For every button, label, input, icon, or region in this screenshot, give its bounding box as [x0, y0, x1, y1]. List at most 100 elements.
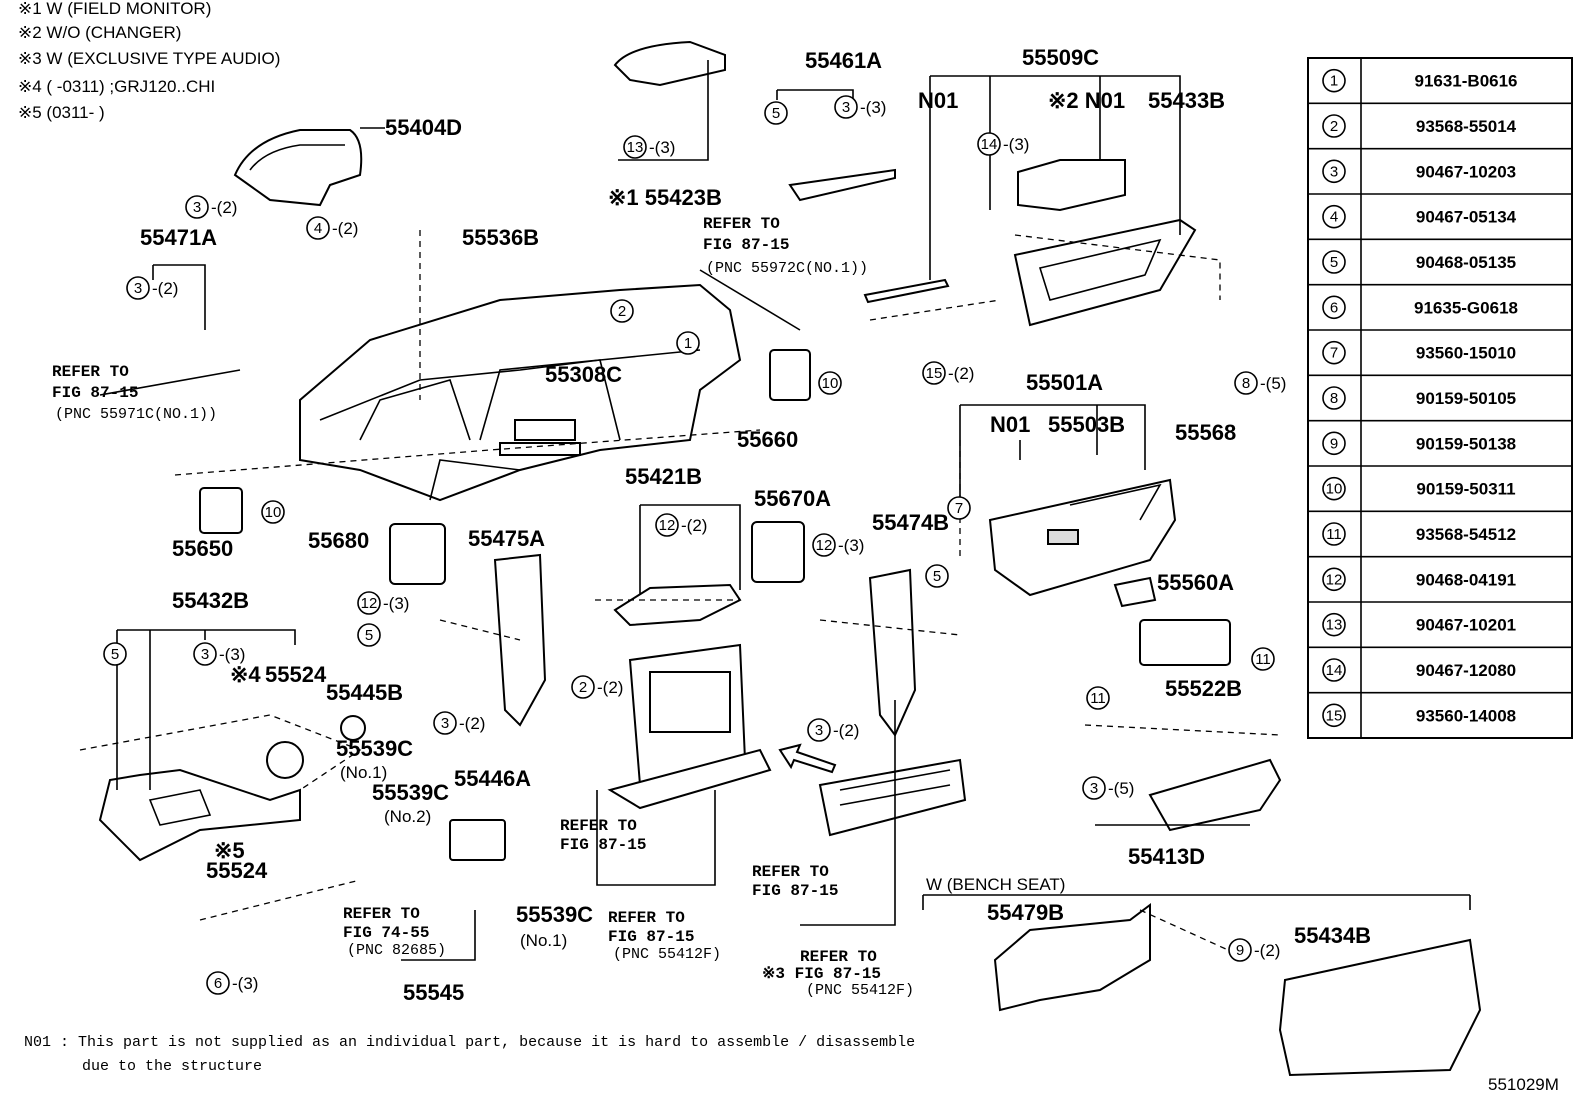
callout-circle: [676, 331, 700, 355]
label-55536b: 55536B: [462, 225, 539, 250]
parts-table-frame: [1307, 57, 1573, 739]
center-cluster-drawing: [607, 643, 772, 810]
label-55501a: 55501A: [1026, 370, 1103, 395]
callout-number: 13: [627, 139, 644, 156]
callout-number: 2: [579, 679, 587, 696]
label-55308c: 55308C: [545, 362, 622, 387]
label-bench-seat: W (BENCH SEAT): [926, 875, 1065, 894]
callout-12: 12-(2): [655, 513, 707, 537]
table-row-part-number: 90467-12080: [1416, 661, 1516, 680]
label-55471a: 55471A: [140, 225, 217, 250]
label-n01-b: ※2 N01: [1048, 88, 1125, 113]
callout-number: 5: [933, 568, 941, 585]
label-55539c-c-note: (No.1): [520, 931, 567, 950]
callout-number: 7: [955, 500, 963, 517]
callout-number: 10: [265, 504, 282, 521]
table-row-part-number: 90159-50311: [1416, 480, 1515, 499]
rod-n01-drawing: [863, 278, 950, 304]
refer-f-line2: FIG 87-15: [752, 882, 838, 900]
refer-e-line3: (PNC 82685): [347, 942, 446, 959]
callout-number: 9: [1236, 942, 1244, 959]
table-row-part-number: 91635-G0618: [1414, 298, 1518, 317]
callout-number: 4: [314, 220, 322, 237]
callout-5: 5: [103, 642, 127, 666]
callout-number: 5: [111, 646, 119, 663]
callout-quantity: -(3): [860, 98, 886, 117]
table-row-part-number: 90159-50105: [1416, 389, 1516, 408]
callout-circle: [655, 513, 679, 537]
callout-3: 3-(2): [807, 718, 859, 742]
callout-circle: [206, 971, 230, 995]
cover-55423b-drawing: [613, 40, 726, 87]
callout-12: 12-(3): [357, 591, 409, 615]
label-55461a: 55461A: [805, 48, 882, 73]
callout-3: 3 -(3): [834, 95, 886, 119]
table-row-part-number: 93560-14008: [1416, 706, 1516, 725]
label-55539c-a-note: (No.1): [340, 763, 387, 782]
refer-a-line1: REFER TO: [703, 215, 780, 233]
table-row-index: 1: [1330, 73, 1338, 90]
label-55475a: 55475A: [468, 526, 545, 551]
table-row-index-circle: [1322, 114, 1346, 138]
table-row-index-circle: [1322, 340, 1346, 365]
callout-circle: [610, 299, 634, 323]
label-55432b: 55432B: [172, 588, 249, 613]
callout-circle: [623, 135, 647, 159]
callout-quantity: -(3): [232, 974, 258, 993]
label-55433b: 55433B: [1148, 88, 1225, 113]
table-row-part-number: 90468-05135: [1416, 253, 1516, 272]
part-labels: 55404D 55471A 55536B ※1 55423B 55461A 55…: [140, 45, 1371, 1005]
callout-quantity: -(2): [152, 279, 178, 298]
footer-note-line1: N01 : This part is not supplied as an in…: [24, 1034, 915, 1051]
refer-c-line1: REFER TO: [560, 817, 637, 835]
callout-circle: [433, 711, 457, 735]
callout-circle: [357, 623, 381, 647]
callout-3: 3-(3): [193, 642, 245, 666]
callout-quantity: -(3): [649, 138, 675, 157]
callout-circle: [818, 371, 842, 395]
label-55539c-b: 55539C: [372, 780, 449, 805]
knob-55445b-drawing: [340, 715, 366, 741]
callout-quantity: -(5): [1260, 374, 1286, 393]
refer-e-line1: REFER TO: [343, 905, 420, 923]
callout-circle: [261, 500, 285, 524]
table-row-index-circle: [1322, 703, 1346, 728]
table-row-index-circle: [1322, 204, 1346, 229]
callout-1: 1: [676, 331, 700, 355]
table-row-index: 3: [1330, 163, 1338, 180]
table-row-index: 5: [1330, 254, 1338, 271]
switch-55446a-drawing: [449, 819, 506, 861]
callout-number: 12: [816, 537, 833, 554]
cover-55434b-drawing: [1278, 938, 1482, 1077]
label-55413d: 55413D: [1128, 844, 1205, 869]
label-55568: 55568: [1175, 420, 1236, 445]
box-n01-drawing: [1017, 159, 1126, 212]
callout-quantity: -(3): [383, 594, 409, 613]
label-55670a: 55670A: [754, 486, 831, 511]
callout-number: 5: [772, 105, 780, 122]
label-mark-4: ※4: [230, 662, 261, 687]
callout-circle: [947, 496, 971, 520]
label-55539c-c: 55539C: [516, 902, 593, 927]
table-row-index-circle: [1322, 431, 1346, 456]
callout-number: 3: [1090, 780, 1098, 797]
callout-number: 3: [842, 99, 850, 116]
callout-quantity: -(2): [948, 364, 974, 383]
direction-arrow: [778, 743, 837, 774]
footer-note-line2: due to the structure: [82, 1058, 262, 1075]
note-4: ※4 ( -0311) ;GRJ120..CHI: [18, 77, 215, 96]
callout-quantity: -(2): [211, 198, 237, 217]
callout-circle: [925, 564, 949, 588]
callout-number: 6: [214, 975, 222, 992]
refer-fig-87-15-b: REFER TO FIG 87-15 (PNC 55971C(NO.1)): [52, 363, 217, 423]
refer-fig-87-15-e: REFER TO FIG 87-15: [752, 863, 838, 900]
refer-d-line3: (PNC 55412F): [613, 946, 721, 963]
table-row-part-number: 93568-54512: [1416, 525, 1516, 544]
refer-fig-87-15-f: REFER TO ※3 FIG 87-15 (PNC 55412F): [762, 948, 914, 999]
table-row-index-circle: [1322, 658, 1346, 682]
bracket-55479b-drawing: [993, 903, 1151, 1012]
refer-blocks: REFER TO FIG 87-15 (PNC 55972C(NO.1)) RE…: [52, 215, 914, 999]
table-row-part-number: 93568-55014: [1416, 117, 1517, 136]
label-55479b: 55479B: [987, 900, 1064, 925]
refer-g-line1: REFER TO: [800, 948, 877, 966]
